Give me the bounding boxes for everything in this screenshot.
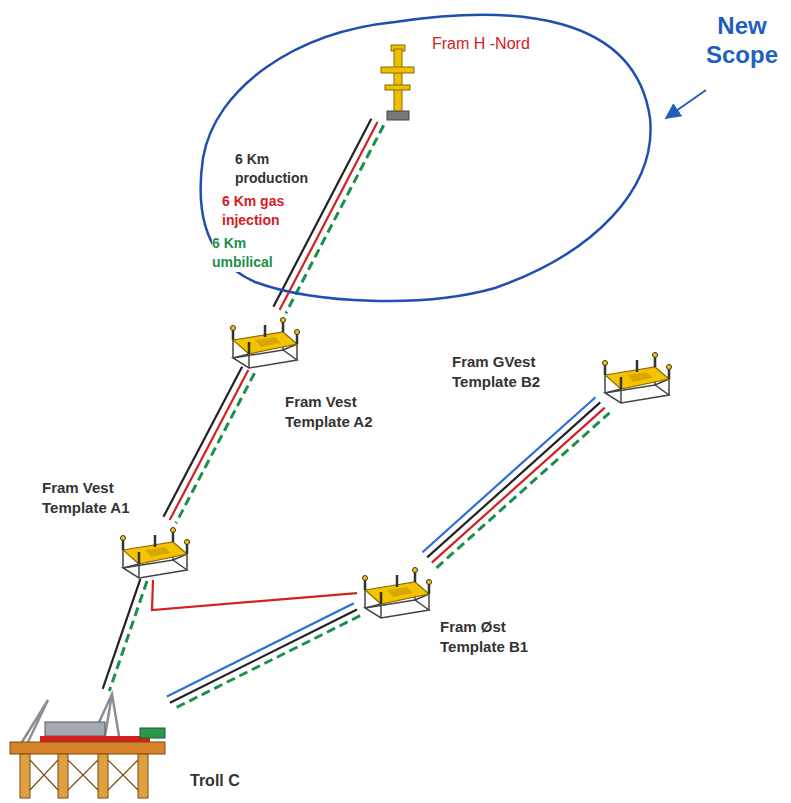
node-label: Fram Vest Template A2 (285, 392, 403, 431)
gas-injection-line (432, 408, 605, 563)
template-node: Fram Vest Template A2 (225, 310, 303, 370)
node-label: Fram H -Nord (432, 35, 572, 53)
production-line (103, 579, 141, 689)
node-label: New Scope (700, 12, 784, 70)
line-label: 6 Km production (235, 150, 317, 188)
template-icon (231, 318, 300, 369)
template-node: Fram GVest Template B2 (597, 345, 675, 405)
line-label: 6 Km gas injection (222, 192, 302, 230)
pointer-arrow (666, 90, 706, 118)
pipeline-bundle (167, 603, 360, 709)
node-label: Fram Vest Template A1 (42, 478, 160, 517)
region-outline-path (201, 15, 651, 301)
template-node: Fram Vest Template A1 (115, 520, 193, 580)
template-node: Fram Øst Template B1 (357, 560, 435, 620)
gas-injection-line (170, 370, 249, 520)
node-label: Troll C (190, 772, 280, 790)
pipeline-bundle (103, 579, 147, 691)
production-line (170, 610, 357, 703)
pipeline-bundle (152, 580, 357, 610)
platform-icon (10, 694, 165, 798)
umbilical-line (437, 413, 610, 568)
water-line (167, 603, 354, 696)
umbilical-line (173, 616, 360, 709)
template-icon (121, 528, 190, 579)
umbilical-line (176, 373, 255, 523)
node-label: Fram Øst Template B1 (440, 617, 552, 656)
water-line (423, 397, 596, 552)
wellhead-node: Fram H -Nord (375, 45, 420, 122)
pipeline-bundle (164, 367, 255, 523)
platform-node: Troll C (5, 690, 170, 798)
template-icon (603, 353, 672, 404)
umbilical-line (109, 581, 147, 691)
node-label: Fram GVest Template B2 (452, 352, 580, 391)
line-label: 6 Km umbilical (212, 234, 284, 272)
production-line (164, 367, 243, 517)
production-line (427, 402, 600, 557)
pipeline-bundle (423, 397, 610, 568)
gas-injection-line (152, 580, 357, 610)
wellhead-icon (381, 45, 414, 120)
template-icon (363, 568, 432, 619)
